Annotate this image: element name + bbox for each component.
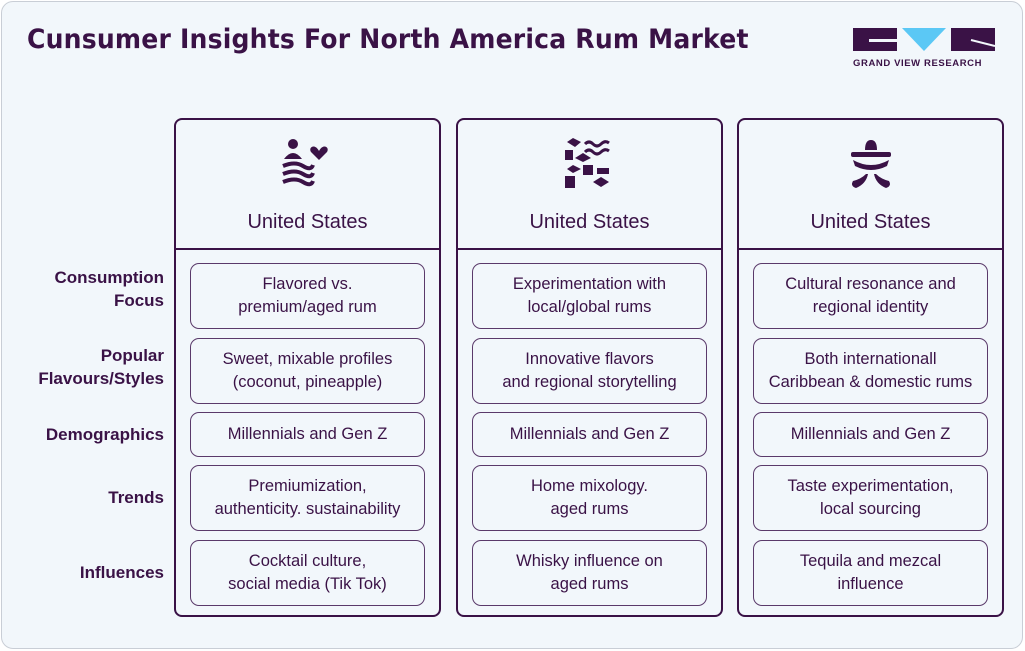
cell-demographics: Millennials and Gen Z	[190, 412, 425, 457]
column-card: United States Experimentation with local…	[456, 118, 723, 617]
cell-trends: Home mixology. aged rums	[472, 465, 707, 531]
column-header: United States	[739, 120, 1002, 250]
logo-text: GRAND VIEW RESEARCH	[853, 58, 983, 69]
row-label-trends: Trends	[108, 488, 164, 507]
cell-influences: Cocktail culture, social media (Tik Tok)	[190, 540, 425, 606]
map-pattern-icon	[563, 138, 617, 195]
column-header: United States	[458, 120, 721, 250]
row-label-demographics: Demographics	[45, 425, 164, 444]
page-title: Cunsumer Insights For North America Rum …	[27, 24, 749, 55]
cell-popular-flavours: Innovative flavors and regional storytel…	[472, 338, 707, 404]
cell-influences: Whisky influence on aged rums	[472, 540, 707, 606]
cell-consumption-focus: Experimentation with local/global rums	[472, 263, 707, 329]
column-title: United States	[529, 211, 650, 233]
column-card: United States Flavored vs. premium/aged …	[174, 118, 441, 617]
gvr-logo	[853, 28, 995, 51]
column-title: United States	[247, 211, 368, 233]
people-heart-waves-icon	[281, 138, 335, 195]
sombrero-mustache-icon	[844, 138, 898, 195]
row-label-popular-flavours: Popular Flavours/Styles	[38, 346, 164, 388]
column-header: United States	[176, 120, 439, 250]
cell-trends: Premiumization, authenticity. sustainabi…	[190, 465, 425, 531]
cell-influences: Tequila and mezcal influence	[753, 540, 988, 606]
cell-demographics: Millennials and Gen Z	[753, 412, 988, 457]
cell-consumption-focus: Cultural resonance and regional identity	[753, 263, 988, 329]
cell-consumption-focus: Flavored vs. premium/aged rum	[190, 263, 425, 329]
column-title: United States	[810, 211, 931, 233]
cell-popular-flavours: Both internationall Caribbean & domestic…	[753, 338, 988, 404]
row-label-influences: Influences	[79, 563, 164, 582]
cell-demographics: Millennials and Gen Z	[472, 412, 707, 457]
row-label-consumption-focus: Consumption Focus	[54, 268, 164, 310]
column-card: United States Cultural resonance and reg…	[737, 118, 1004, 617]
cell-trends: Taste experimentation, local sourcing	[753, 465, 988, 531]
cell-popular-flavours: Sweet, mixable profiles (coconut, pineap…	[190, 338, 425, 404]
